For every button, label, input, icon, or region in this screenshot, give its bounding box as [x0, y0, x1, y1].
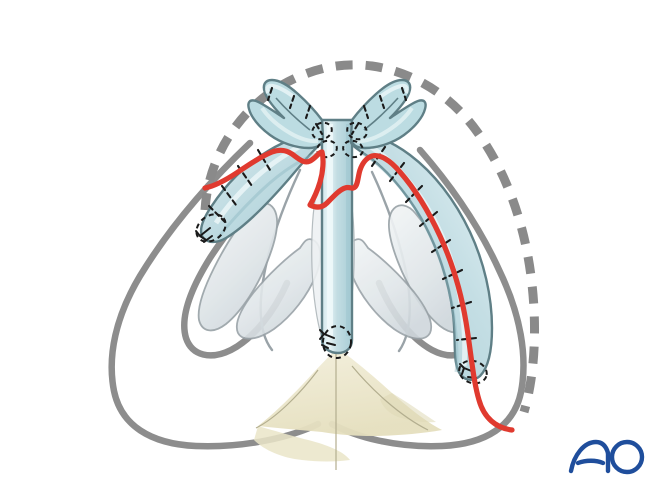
suture-knot-septal-base [319, 325, 353, 359]
left-medial-crus-graft [247, 78, 325, 150]
right-turbinate [346, 238, 433, 340]
current-contour-red-line [202, 147, 515, 433]
ao-logo: AO [565, 433, 647, 479]
suture-knot-center-low-left [316, 139, 338, 159]
suture-knot-center-low-right [342, 139, 364, 159]
suture-knot-group [195, 121, 488, 385]
anterior-nasal-spine [254, 348, 442, 470]
ao-logo-mark [568, 439, 645, 475]
left-upper-lateral-cartilage [197, 202, 279, 332]
suture-knot-center-right [346, 121, 368, 141]
suture-knot-left-arm-tip [195, 213, 227, 243]
right-medial-crus-graft [349, 78, 427, 150]
suture-marks [207, 86, 478, 342]
suture-knot-center-left [311, 121, 333, 141]
suture-knot-right-arm-tip [458, 359, 488, 385]
